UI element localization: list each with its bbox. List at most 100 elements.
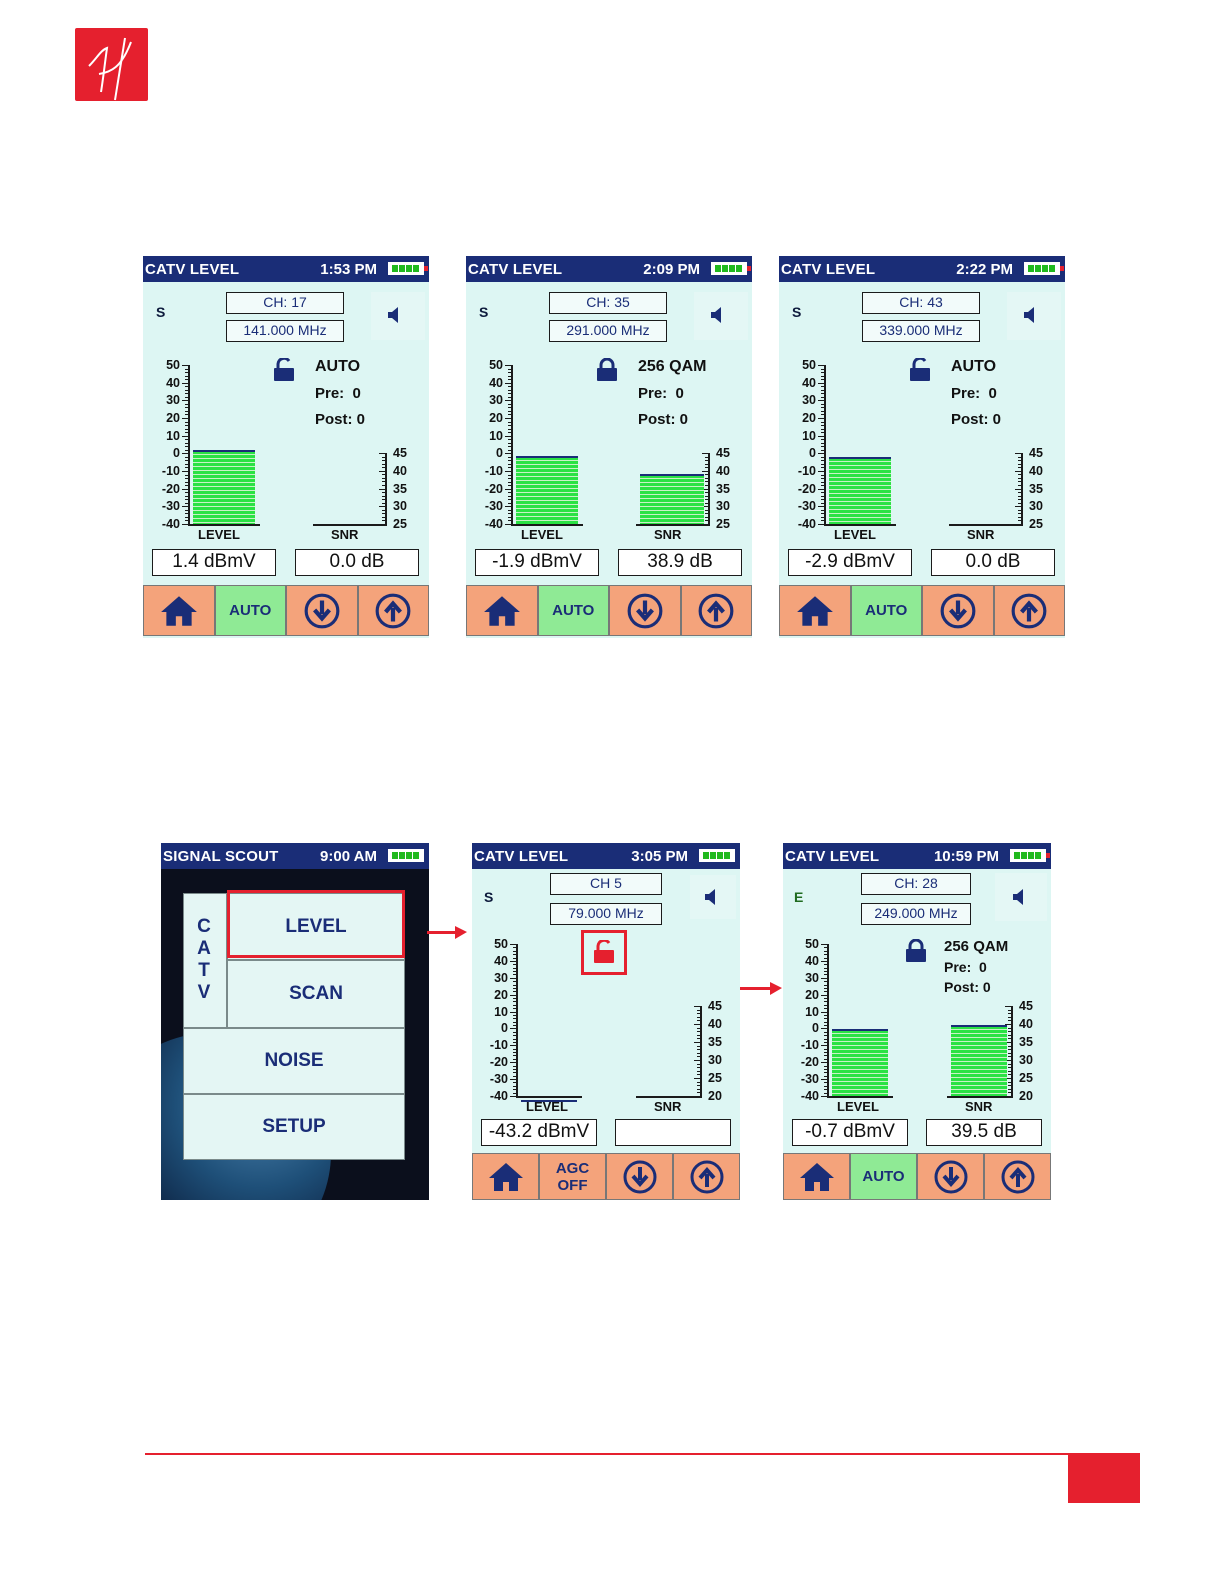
level-axis-minor-tick bbox=[513, 1085, 517, 1087]
level-axis-minor-tick bbox=[821, 499, 825, 501]
level-axis-tick: -20 bbox=[797, 481, 816, 496]
speaker-button[interactable] bbox=[1007, 292, 1061, 340]
channel-up-button[interactable] bbox=[357, 585, 429, 636]
level-axis-minor-tick bbox=[513, 971, 517, 973]
snr-axis-minor-tick bbox=[1018, 467, 1022, 469]
snr-axis-minor-tick bbox=[382, 474, 386, 476]
battery-icon bbox=[711, 262, 751, 275]
level-axis-minor-tick bbox=[508, 509, 512, 511]
level-axis-minor-tick bbox=[824, 1052, 828, 1054]
home-button[interactable] bbox=[779, 585, 851, 636]
side-tab-catv[interactable]: C A T V bbox=[183, 893, 227, 1028]
mode-indicator: S bbox=[792, 304, 802, 320]
channel-box[interactable]: CH 5 bbox=[550, 873, 662, 895]
home-button[interactable] bbox=[466, 585, 538, 636]
frequency-box[interactable]: 249.000 MHz bbox=[861, 903, 971, 925]
frequency-label: 249.000 MHz bbox=[874, 905, 958, 921]
snr-axis-minor-tick bbox=[694, 1042, 701, 1043]
channel-box[interactable]: CH: 28 bbox=[861, 873, 971, 895]
frequency-box[interactable]: 291.000 MHz bbox=[549, 320, 667, 342]
home-button[interactable] bbox=[143, 585, 215, 636]
post-ber-label: Post: 0 bbox=[944, 979, 991, 995]
menu-setup-button[interactable]: SETUP bbox=[183, 1094, 405, 1160]
level-axis-minor-tick bbox=[513, 1082, 517, 1084]
level-axis-minor-tick bbox=[185, 442, 189, 444]
level-axis-minor-tick bbox=[508, 502, 512, 504]
level-axis-line bbox=[827, 944, 829, 1098]
auto-mode-button[interactable]: AUTO bbox=[537, 585, 609, 636]
level-axis-minor-tick bbox=[510, 994, 517, 996]
screen-title: CATV LEVEL bbox=[781, 261, 876, 278]
snr-axis-line bbox=[708, 453, 710, 526]
level-axis-tick: -20 bbox=[161, 481, 180, 496]
speaker-button[interactable] bbox=[694, 292, 748, 340]
lock-open-icon bbox=[594, 940, 614, 963]
snr-axis-line bbox=[700, 1006, 702, 1098]
level-axis-minor-tick bbox=[508, 492, 512, 494]
speaker-button[interactable] bbox=[995, 873, 1047, 921]
snr-axis-minor-tick bbox=[382, 516, 386, 518]
menu-level-button[interactable]: LEVEL bbox=[227, 893, 405, 960]
level-bar bbox=[829, 458, 891, 524]
snr-bar bbox=[951, 1025, 1007, 1096]
channel-down-button[interactable] bbox=[606, 1153, 673, 1200]
channel-down-button[interactable] bbox=[922, 585, 994, 636]
level-axis-tick: -30 bbox=[484, 499, 503, 514]
auto-mode-button[interactable]: AUTO bbox=[850, 585, 922, 636]
level-axis-minor-tick bbox=[821, 407, 825, 409]
level-axis-minor-tick bbox=[821, 1011, 828, 1013]
level-axis-minor-tick bbox=[821, 495, 825, 497]
frequency-box[interactable]: 339.000 MHz bbox=[862, 320, 980, 342]
channel-up-button[interactable] bbox=[993, 585, 1065, 636]
clock: 3:05 PM bbox=[631, 848, 688, 865]
battery-icon bbox=[699, 849, 735, 862]
level-axis-minor-tick bbox=[821, 481, 825, 483]
channel-up-button[interactable] bbox=[673, 1153, 740, 1200]
snr-bar bbox=[640, 474, 704, 524]
frequency-box[interactable]: 141.000 MHz bbox=[226, 320, 344, 342]
snr-axis-minor-tick bbox=[382, 460, 386, 462]
level-axis-minor-tick bbox=[508, 460, 512, 462]
level-axis-tick: 50 bbox=[489, 358, 503, 372]
snr-axis-minor-tick bbox=[705, 467, 709, 469]
menu-scan-button[interactable]: SCAN bbox=[227, 960, 405, 1028]
level-axis-tick: 30 bbox=[802, 393, 816, 408]
title-bar: CATV LEVEL 10:59 PM bbox=[783, 843, 1051, 869]
channel-box[interactable]: CH: 43 bbox=[862, 292, 980, 314]
level-axis-minor-tick bbox=[821, 456, 825, 458]
level-axis-minor-tick bbox=[821, 513, 825, 515]
channel-box[interactable]: CH: 17 bbox=[226, 292, 344, 314]
menu-noise-button[interactable]: NOISE bbox=[183, 1028, 405, 1094]
mode-indicator: E bbox=[794, 889, 804, 905]
speaker-button[interactable] bbox=[690, 875, 736, 919]
snr-readout: 39.5 dB bbox=[926, 1119, 1042, 1146]
home-button[interactable] bbox=[472, 1153, 539, 1200]
level-axis-minor-tick bbox=[513, 967, 517, 969]
channel-up-button[interactable] bbox=[680, 585, 752, 636]
snr-axis-minor-tick bbox=[382, 484, 386, 486]
level-axis-minor-tick bbox=[510, 944, 517, 945]
auto-mode-button[interactable]: AUTO bbox=[214, 585, 286, 636]
snr-axis-minor-tick bbox=[705, 502, 709, 504]
side-tab-label: C A T V bbox=[197, 916, 217, 1003]
button-row: AUTO bbox=[783, 1153, 1051, 1200]
auto-mode-button[interactable]: AUTO bbox=[850, 1153, 917, 1200]
level-axis-minor-tick bbox=[513, 1021, 517, 1023]
level-axis-minor-tick bbox=[513, 1031, 517, 1033]
frequency-box[interactable]: 79.000 MHz bbox=[550, 903, 662, 925]
snr-axis-tick: 25 bbox=[1029, 517, 1043, 531]
level-axis-tick: -30 bbox=[161, 499, 180, 514]
speaker-button[interactable] bbox=[371, 292, 425, 340]
channel-down-button[interactable] bbox=[609, 585, 681, 636]
signal-scout-menu-screen: SIGNAL SCOUT 9:00 AM C A T V LEVEL SCAN … bbox=[161, 843, 429, 1200]
level-axis-minor-tick bbox=[182, 524, 189, 525]
channel-up-button[interactable] bbox=[984, 1153, 1051, 1200]
channel-down-button[interactable] bbox=[286, 585, 358, 636]
speaker-icon bbox=[705, 889, 715, 905]
channel-box[interactable]: CH: 35 bbox=[549, 292, 667, 314]
home-button[interactable] bbox=[783, 1153, 850, 1200]
channel-down-button[interactable] bbox=[917, 1153, 984, 1200]
level-axis-minor-tick bbox=[821, 449, 825, 451]
clock: 10:59 PM bbox=[933, 848, 999, 865]
